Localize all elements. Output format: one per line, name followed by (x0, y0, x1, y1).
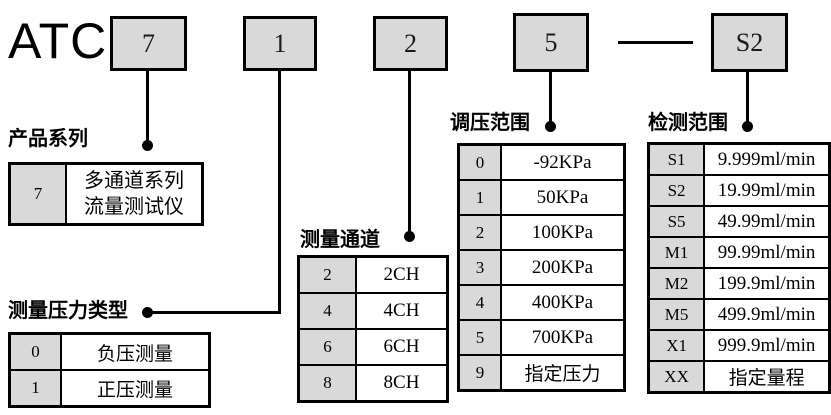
table-series: 7 多通道系列 流量测试仪 (8, 162, 204, 226)
code-cell: S1 (647, 142, 706, 176)
table-row: 8 8CH (297, 364, 449, 403)
desc-cell: 6CH (355, 328, 449, 366)
table-row: M1 99.99ml/min (647, 236, 831, 269)
code-cell: S2 (647, 174, 706, 207)
connector-line-series (146, 71, 149, 143)
code-cell: 6 (297, 328, 357, 366)
heading-pressure-type: 测量压力类型 (8, 300, 128, 322)
desc-cell: 50KPa (500, 179, 626, 216)
table-row: 0 -92KPa (457, 143, 626, 181)
code-cell: 8 (297, 364, 357, 403)
connector-line-pressure-range (549, 72, 552, 123)
heading-detection-range: 检测范围 (648, 112, 728, 134)
desc-cell: 49.99ml/min (703, 205, 831, 238)
connector-line-pressure-type-h (150, 311, 281, 314)
heading-pressure-range: 调压范围 (450, 112, 530, 134)
table-row: 7 多通道系列 流量测试仪 (8, 162, 204, 226)
table-row: 0 负压测量 (8, 332, 211, 371)
desc-cell: 199.9ml/min (703, 267, 831, 300)
connector-dot-detection-range (742, 121, 753, 132)
model-segment-box-3: 2 (373, 16, 448, 71)
code-cell: 5 (457, 319, 502, 356)
model-segment-box-5: S2 (711, 13, 788, 72)
desc-cell: 2CH (355, 255, 449, 294)
desc-cell: 200KPa (500, 249, 626, 286)
table-row: XX 指定量程 (647, 360, 831, 394)
code-cell: 4 (457, 284, 502, 321)
desc-cell: 100KPa (500, 214, 626, 251)
table-row: S5 49.99ml/min (647, 205, 831, 238)
desc-cell: 700KPa (500, 319, 626, 356)
code-cell: 1 (457, 179, 502, 216)
desc-cell: 499.9ml/min (703, 298, 831, 331)
table-detection-range: S1 9.999ml/min S2 19.99ml/min S5 49.99ml… (647, 142, 831, 394)
table-row: S1 9.999ml/min (647, 142, 831, 176)
connector-dot-channels (404, 231, 415, 242)
desc-cell: 400KPa (500, 284, 626, 321)
connector-dot-series (142, 140, 153, 151)
connector-dot-pressure-range (545, 121, 556, 132)
table-row: 4 400KPa (457, 284, 626, 321)
table-row: 4 4CH (297, 292, 449, 330)
code-cell: 7 (8, 162, 67, 226)
model-segment-box-4: 5 (513, 13, 589, 72)
desc-cell: 指定压力 (500, 354, 626, 392)
model-separator-dash (618, 41, 693, 44)
table-row: 1 正压测量 (8, 369, 211, 408)
code-cell: X1 (647, 329, 706, 362)
table-row: M5 499.9ml/min (647, 298, 831, 331)
desc-cell: 999.9ml/min (703, 329, 831, 362)
table-row: S2 19.99ml/min (647, 174, 831, 207)
connector-line-detection-range (746, 72, 749, 123)
table-channels: 2 2CH 4 4CH 6 6CH 8 8CH (297, 255, 449, 403)
table-row: M2 199.9ml/min (647, 267, 831, 300)
table-row: 5 700KPa (457, 319, 626, 356)
connector-line-channels (408, 71, 411, 233)
desc-cell: 99.99ml/min (703, 236, 831, 269)
desc-cell: -92KPa (500, 143, 626, 181)
code-cell: 4 (297, 292, 357, 330)
desc-cell: 4CH (355, 292, 449, 330)
code-cell: 2 (457, 214, 502, 251)
connector-line-pressure-type-v (278, 71, 281, 314)
code-cell: M1 (647, 236, 706, 269)
model-segment-box-1: 7 (110, 16, 187, 71)
connector-dot-pressure-type (142, 307, 153, 318)
table-row: 9 指定压力 (457, 354, 626, 392)
code-cell: M2 (647, 267, 706, 300)
desc-cell: 19.99ml/min (703, 174, 831, 207)
desc-cell: 负压测量 (60, 332, 211, 371)
table-row: 1 50KPa (457, 179, 626, 216)
table-pressure-type: 0 负压测量 1 正压测量 (8, 332, 211, 408)
brand-label: ATC (8, 13, 108, 69)
desc-cell: 8CH (355, 364, 449, 403)
heading-series: 产品系列 (8, 128, 88, 150)
table-row: 2 2CH (297, 255, 449, 294)
code-cell: 3 (457, 249, 502, 286)
heading-channels: 测量通道 (300, 229, 380, 251)
code-cell: M5 (647, 298, 706, 331)
code-cell: 0 (8, 332, 62, 371)
code-cell: 1 (8, 369, 62, 408)
desc-cell: 9.999ml/min (703, 142, 831, 176)
code-cell: S5 (647, 205, 706, 238)
desc-cell: 指定量程 (703, 360, 831, 394)
code-cell: 2 (297, 255, 357, 294)
table-row: 3 200KPa (457, 249, 626, 286)
table-pressure-range: 0 -92KPa 1 50KPa 2 100KPa 3 200KPa 4 400… (457, 143, 626, 392)
code-cell: 0 (457, 143, 502, 181)
desc-cell: 正压测量 (60, 369, 211, 408)
code-cell: 9 (457, 354, 502, 392)
model-segment-box-2: 1 (243, 16, 317, 71)
table-row: 2 100KPa (457, 214, 626, 251)
desc-cell: 多通道系列 流量测试仪 (65, 162, 204, 226)
table-row: X1 999.9ml/min (647, 329, 831, 362)
table-row: 6 6CH (297, 328, 449, 366)
code-cell: XX (647, 360, 706, 394)
